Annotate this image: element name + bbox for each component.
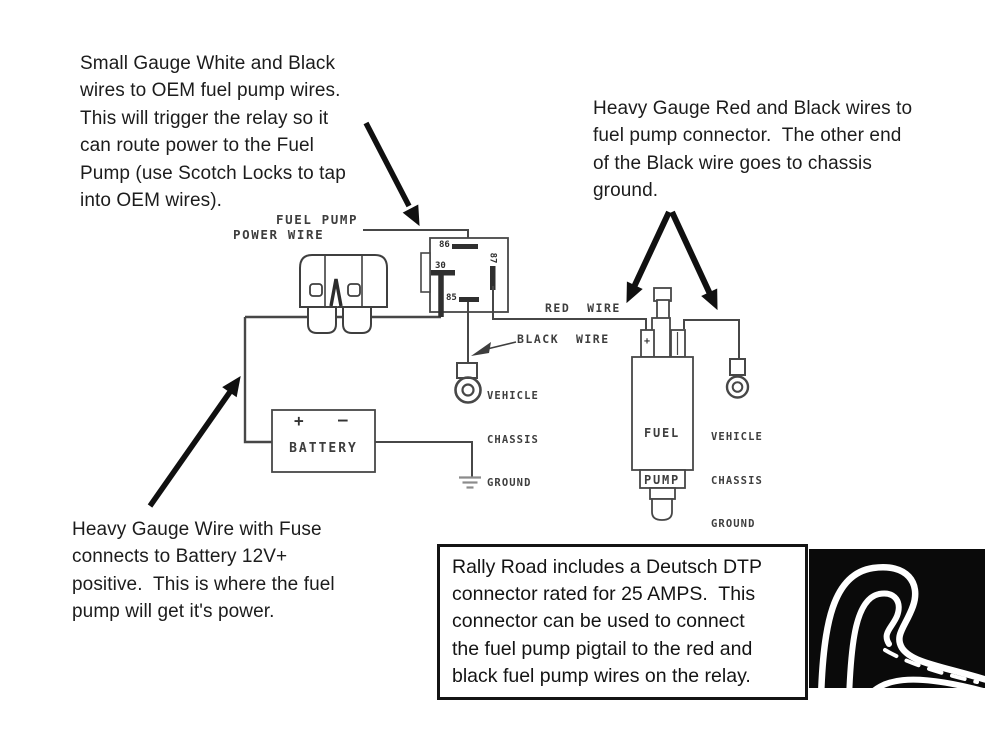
text-line: Small Gauge White and Black <box>80 53 336 74</box>
relay <box>420 237 509 313</box>
relay-pin-86-label: 86 <box>439 240 450 250</box>
fuse-prong-left <box>307 306 337 334</box>
logo-road-outer-edge <box>818 563 985 688</box>
earth-ground-symbol <box>459 476 481 489</box>
label-chassis-ground-left: VEHICLE CHASSIS GROUND <box>487 360 539 520</box>
label-fuel-pump: FUEL PUMP <box>630 395 694 519</box>
wire-red <box>492 286 647 330</box>
relay-pin-86-blade <box>452 244 478 249</box>
logo-road-lower-edge <box>872 676 984 688</box>
text-line: Rally Road includes a Deutsch DTP <box>452 556 762 578</box>
note-top-right: Heavy Gauge Red and Black wires to fuel … <box>593 95 912 205</box>
text-line: Heavy Gauge Wire with Fuse <box>72 519 322 540</box>
logo-road-centerline <box>883 648 979 684</box>
label-chassis-ground-right: VEHICLE CHASSIS GROUND <box>711 401 763 561</box>
ring-terminal-right <box>725 358 750 399</box>
fuse-prong-right <box>342 306 372 334</box>
text-line: wires to OEM fuel pump wires. <box>80 80 341 102</box>
wire-battery-negative <box>375 441 473 477</box>
relay-pin-30-blade <box>431 270 455 276</box>
arrow-to-fuse-wire <box>147 375 241 508</box>
pump-outlet-tube <box>656 299 670 320</box>
note-box: Rally Road includes a Deutsch DTP connec… <box>437 544 808 700</box>
battery-minus-sign: – <box>338 410 348 429</box>
relay-pin-87-label: 87 <box>487 252 498 264</box>
text-line: CHASSIS <box>711 474 763 487</box>
text-line: pump will get it's power. <box>72 601 275 623</box>
fuse-window-right <box>347 283 361 297</box>
ring-terminal-left <box>454 362 482 404</box>
text-line: This will trigger the relay so it <box>80 107 329 129</box>
text-line: Heavy Gauge Red and Black wires to <box>593 98 913 119</box>
label-black-wire: BLACK WIRE <box>517 332 610 346</box>
text-line: Pump (use Scotch Locks to tap <box>80 162 346 184</box>
relay-pin-30-label: 30 <box>435 261 446 271</box>
text-line: positive. This is where the fuel <box>72 573 335 595</box>
text-line: fuel pump connector. The other end <box>593 125 902 147</box>
text-line: CHASSIS <box>487 433 539 446</box>
callout-arrows <box>147 121 718 508</box>
text-line: connects to Battery 12V+ <box>72 546 288 568</box>
text-line: the fuel pump pigtail to the red and <box>452 637 753 660</box>
text-line: black fuel pump wires on the relay. <box>452 664 751 687</box>
fuse-window-left <box>309 283 323 297</box>
relay-mount-bracket <box>420 252 431 293</box>
fuse-element <box>329 278 343 307</box>
pump-plus-sign: + <box>644 336 651 347</box>
relay-pin-85-blade <box>459 297 479 302</box>
text-line: GROUND <box>711 518 756 530</box>
note-top-left: Small Gauge White and Black wires to OEM… <box>80 50 346 214</box>
pump-body <box>631 356 694 471</box>
label-fuel-pump-power-wire-1: FUEL PUMP <box>276 212 359 227</box>
pump-inlet-tube <box>651 498 673 521</box>
text-line: FUEL <box>643 426 681 440</box>
arrow-to-black-wire <box>669 210 718 311</box>
rally-road-logo <box>809 549 985 688</box>
label-fuel-pump-power-wire-2: POWER WIRE <box>233 227 325 242</box>
arrow-to-red-wire <box>626 210 672 304</box>
text-line: VEHICLE <box>487 390 539 402</box>
label-battery: BATTERY <box>289 441 358 456</box>
text-line: GROUND <box>487 477 532 489</box>
text-line: VEHICLE <box>711 431 763 443</box>
text-line: of the Black wire goes to chassis <box>593 152 872 174</box>
text-line: ground. <box>593 180 659 202</box>
fuel-pump <box>631 287 694 521</box>
text-line: into OEM wires). <box>80 190 223 212</box>
text-line: connector rated for 25 AMPS. This <box>452 583 756 606</box>
text-line: PUMP <box>643 472 681 487</box>
wire-pump-black <box>683 319 740 359</box>
black-wire-leader <box>471 341 517 356</box>
text-line: connector can be used to connect <box>452 610 745 633</box>
label-red-wire: RED WIRE <box>545 301 621 315</box>
text-line: can route power to the Fuel <box>80 135 315 157</box>
logo-road-inner-edge <box>846 590 902 688</box>
battery-plus-sign: + <box>294 411 304 430</box>
battery <box>271 409 376 473</box>
relay-pin-87-blade <box>490 266 496 290</box>
arrow-to-relay <box>363 121 420 227</box>
fuse-holder <box>299 254 388 334</box>
note-bottom-left: Heavy Gauge Wire with Fuse connects to B… <box>72 516 335 626</box>
relay-pin-85-label: 85 <box>446 293 457 303</box>
pump-outlet-cap <box>653 287 672 302</box>
